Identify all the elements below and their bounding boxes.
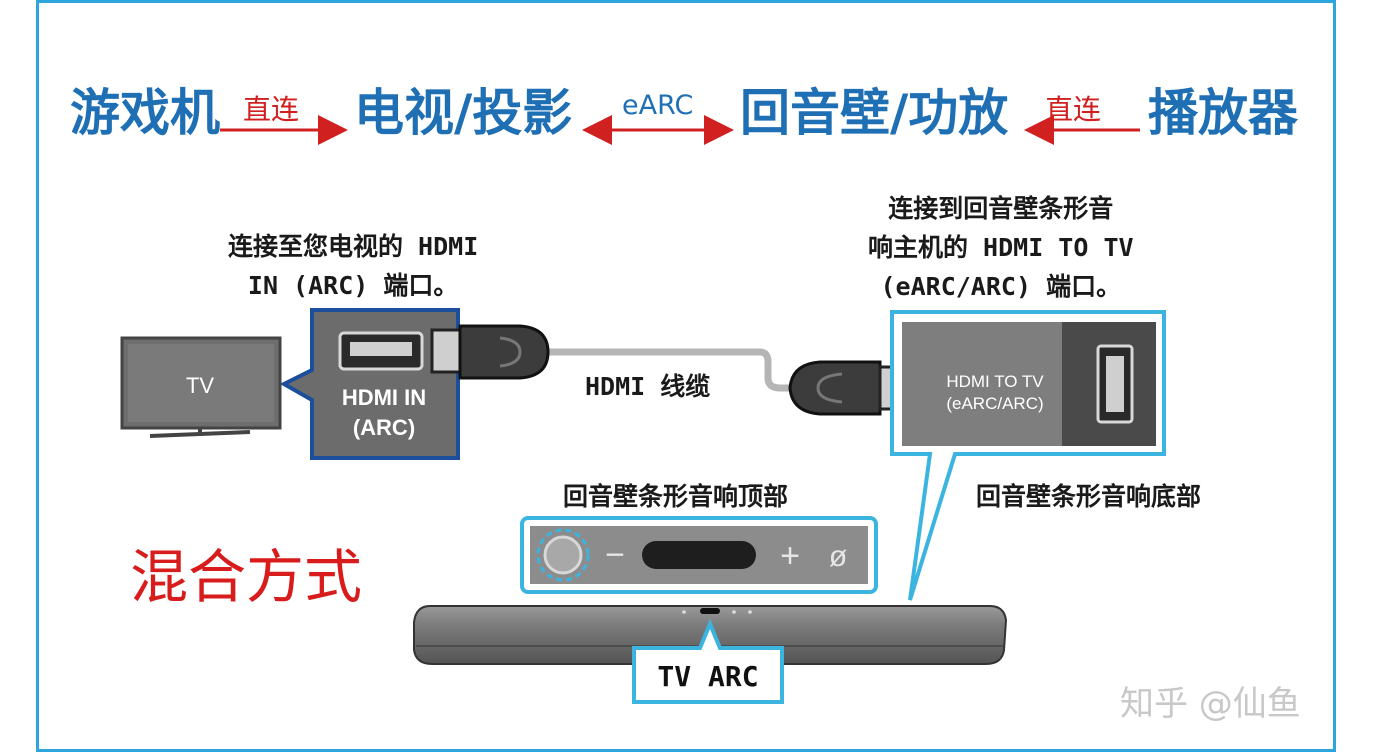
tv-label: TV (186, 373, 214, 398)
mode-label: 混合方式 (130, 543, 363, 611)
hdmi-to-tv-label-line1: HDMI TO TV (946, 372, 1044, 391)
cable-label: HDMI 线缆 (585, 372, 711, 401)
panel-display (642, 541, 756, 569)
tv-port-caption-line2: IN (ARC) 端口。 (247, 270, 459, 300)
flow-link-direct-1: 直连 (243, 93, 300, 126)
border-frame (36, 0, 1336, 752)
flow-node-console: 游戏机 (70, 84, 220, 142)
tv-port-caption-line1: 连接至您电视的 HDMI (228, 232, 479, 261)
volume-minus-glyph: − (605, 536, 625, 574)
tv-port-caption: 连接至您电视的 HDMI IN (ARC) 端口。 (228, 228, 478, 306)
tv-arc-button (543, 535, 583, 575)
tv-arc-callout (632, 618, 784, 704)
hdmi-plug-left (430, 324, 550, 380)
tv-icon (120, 336, 282, 438)
soundbar-port-caption-line3: (eARC/ARC) 端口。 (880, 271, 1122, 301)
hdmi-cable (548, 348, 792, 392)
tv-arc-button-highlight (536, 528, 590, 582)
hdmi-in-label-line2: (ARC) (353, 415, 415, 440)
hdmi-in-label-line1: HDMI IN (342, 385, 426, 410)
tv-arc-label: TV ARC (657, 660, 758, 693)
hdmi-to-tv-label-line2: (eARC/ARC) (946, 394, 1043, 413)
watermark: 知乎 @仙鱼 (1120, 684, 1301, 724)
flow-link-direct-2: 直连 (1045, 93, 1102, 126)
soundbar-port-caption: 连接到回音壁条形音 响主机的 HDMI TO TV (eARC/ARC) 端口。 (868, 190, 1134, 306)
soundbar-port-caption-line2: 响主机的 HDMI TO TV (868, 232, 1134, 262)
volume-plus-glyph: + (780, 537, 800, 575)
power-glyph: ø (829, 540, 847, 573)
soundbar-top-label: 回音壁条形音响顶部 (563, 482, 789, 511)
flow-node-player: 播放器 (1148, 84, 1298, 142)
soundbar-port-caption-line1: 连接到回音壁条形音 (888, 194, 1114, 223)
flow-node-soundbar-amp: 回音壁/功放 (740, 84, 1009, 142)
soundbar-bottom-label: 回音壁条形音响底部 (976, 482, 1202, 511)
flow-node-tv-projector: 电视/投影 (354, 84, 573, 142)
